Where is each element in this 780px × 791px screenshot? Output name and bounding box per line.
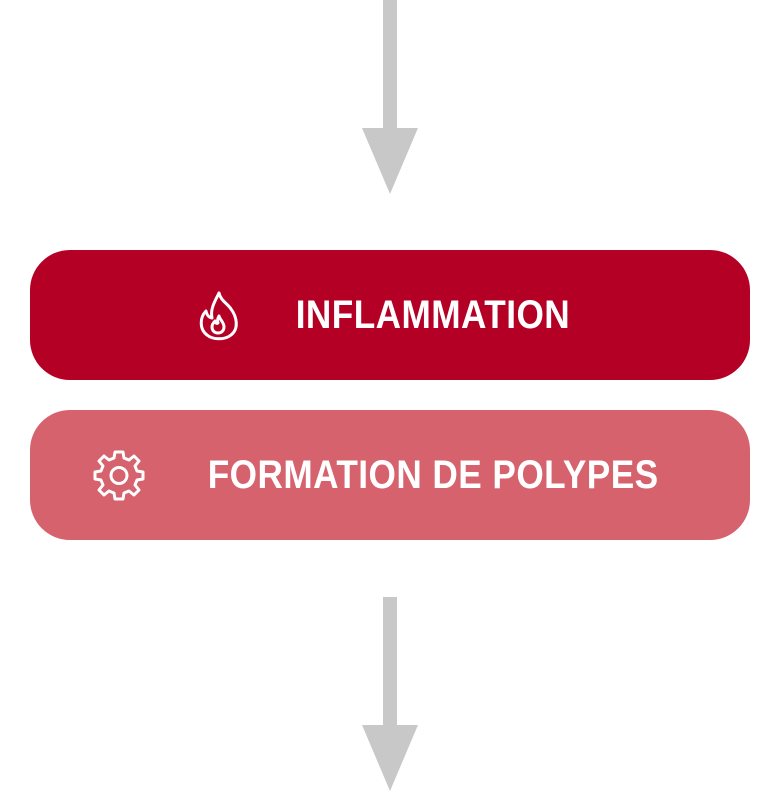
flame-icon <box>191 287 247 343</box>
step-label: FORMATION DE POLYPES <box>207 453 659 497</box>
arrow-down-bottom <box>362 597 418 791</box>
arrow-down-top <box>362 0 418 194</box>
step-inflammation: INFLAMMATION <box>30 250 750 380</box>
gear-icon <box>91 447 147 503</box>
step-polyp-formation: FORMATION DE POLYPES <box>30 410 750 540</box>
step-label: INFLAMMATION <box>295 293 571 337</box>
